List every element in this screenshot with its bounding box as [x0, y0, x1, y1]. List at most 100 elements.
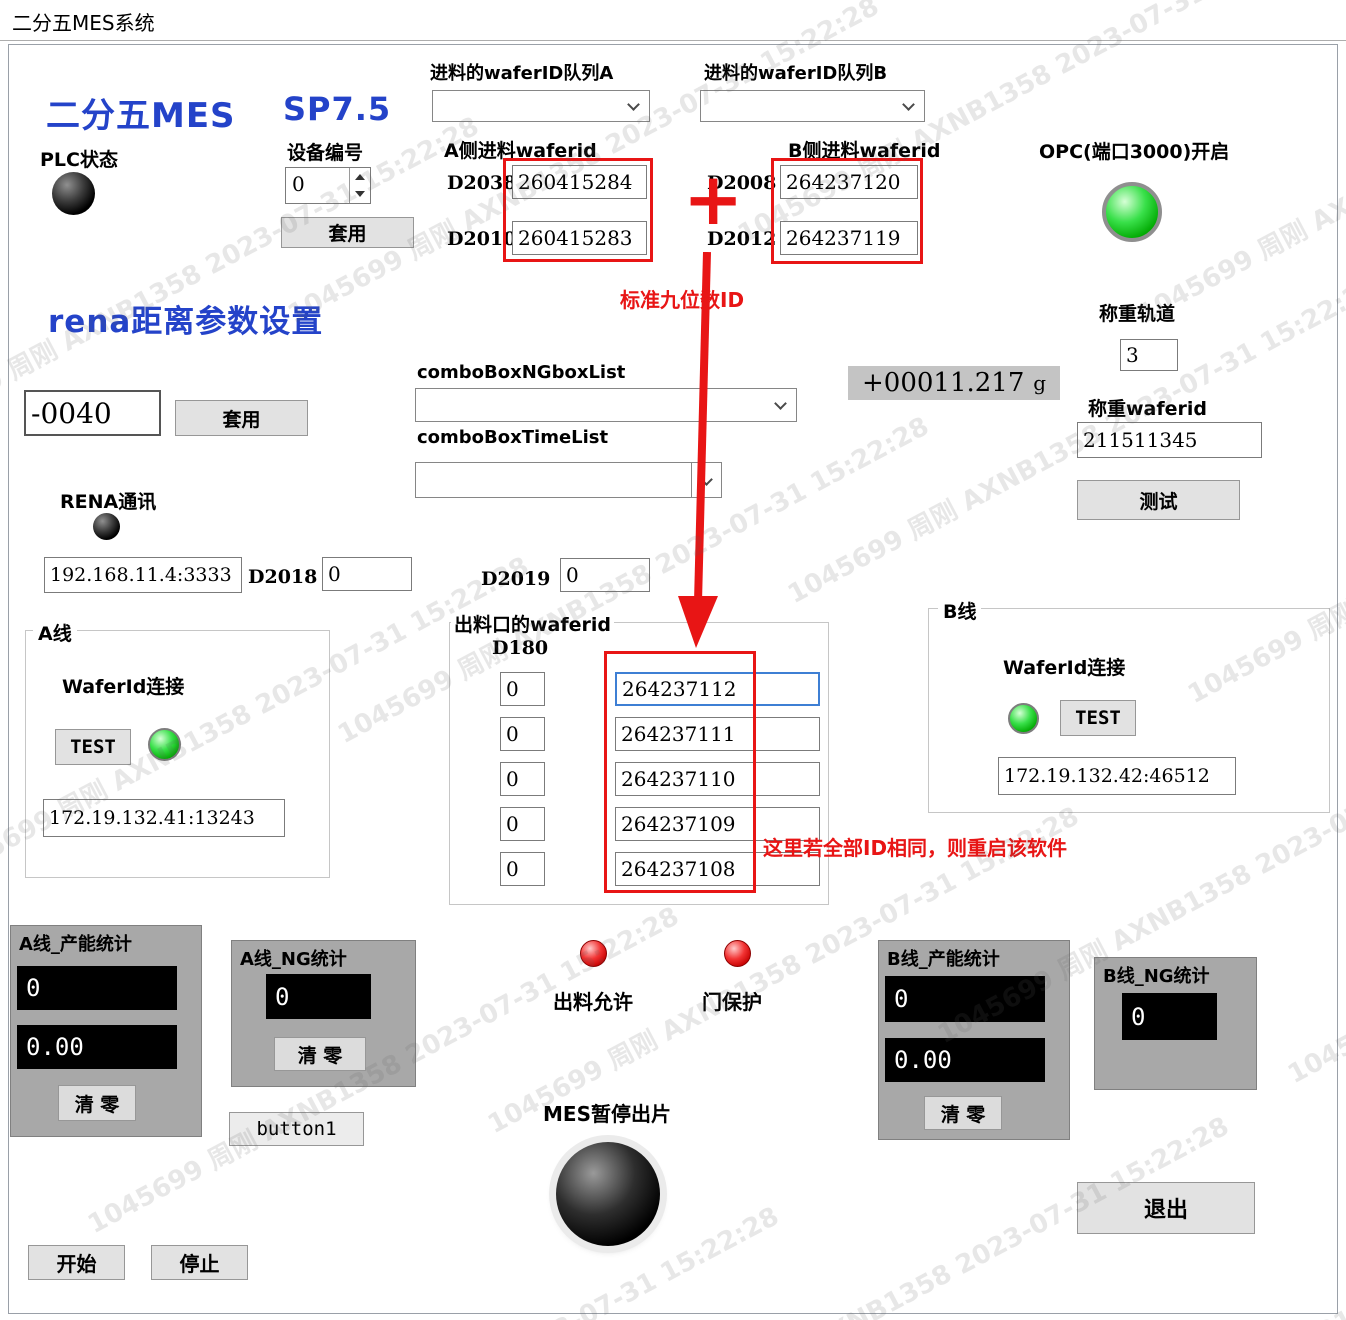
- stats-b-clear-button[interactable]: 清 零: [924, 1096, 1002, 1130]
- opc-led: [1102, 182, 1162, 242]
- stats-b-title: B线_产能统计: [887, 949, 1000, 970]
- outlet-flag-input[interactable]: [500, 807, 545, 841]
- outlet-allow-label: 出料允许: [553, 990, 633, 1014]
- red-arrow: [678, 252, 718, 648]
- line-a-title: A线: [33, 619, 77, 646]
- ng-a-clear-button[interactable]: 清 零: [274, 1037, 366, 1071]
- rena-comm-led: [93, 513, 120, 540]
- button1[interactable]: button1: [229, 1112, 364, 1146]
- line-a-test-button[interactable]: TEST: [55, 729, 131, 765]
- device-id-value[interactable]: 0: [292, 172, 305, 196]
- device-apply-button[interactable]: 套用: [281, 217, 414, 248]
- weigh-track-input[interactable]: [1120, 339, 1178, 371]
- ng-a-count-display: 0: [266, 974, 371, 1019]
- ng-b-title: B线_NG统计: [1103, 966, 1210, 987]
- d2008-label: D2008: [707, 172, 777, 194]
- stats-a-rate-display: 0.00: [17, 1025, 177, 1069]
- feed-b-label: B侧进料waferid: [788, 140, 941, 162]
- line-b-led: [1008, 703, 1039, 734]
- d2038-input[interactable]: [512, 165, 647, 199]
- line-a-conn-label: WaferId连接: [62, 676, 185, 698]
- door-protect-label: 门保护: [702, 990, 762, 1014]
- line-a-led: [148, 728, 181, 761]
- rena-apply-button[interactable]: 套用: [175, 400, 308, 436]
- rena-comm-label: RENA通讯: [60, 491, 157, 513]
- line-b-ip-input[interactable]: [998, 757, 1236, 795]
- titlebar-divider: [0, 40, 1346, 41]
- d2019-label: D2019: [481, 568, 551, 590]
- d2038-label: D2038: [447, 172, 517, 194]
- stats-a-count-display: 0: [17, 966, 177, 1010]
- outlet-waferid-input[interactable]: [615, 852, 820, 886]
- plus-annotation: +: [683, 157, 744, 241]
- time-combobox[interactable]: [415, 462, 722, 498]
- nine-digit-annotation: 标准九位数ID: [620, 288, 745, 312]
- spinner-down-icon[interactable]: [350, 186, 370, 204]
- d2008-input[interactable]: [780, 165, 918, 199]
- rena-distance-input[interactable]: [24, 390, 161, 436]
- plc-status-led: [52, 172, 95, 215]
- pause-label: MES暂停出片: [543, 1102, 671, 1126]
- d2012-label: D2012: [707, 228, 777, 250]
- ngbox-combobox[interactable]: [415, 388, 797, 422]
- combo-arrow-button[interactable]: [691, 463, 721, 497]
- outlet-flag-input[interactable]: [500, 852, 545, 886]
- client-frame: [8, 44, 1338, 1314]
- d2018-input[interactable]: [322, 557, 412, 591]
- outlet-waferid-input[interactable]: [615, 672, 820, 706]
- stats-a-title: A线_产能统计: [19, 934, 132, 955]
- plc-status-label: PLC状态: [40, 149, 118, 171]
- stats-b-rate-display: 0.00: [885, 1038, 1045, 1082]
- spinner-up-icon[interactable]: [350, 168, 370, 186]
- device-id-label: 设备编号: [287, 142, 364, 164]
- outlet-flag-input[interactable]: [500, 717, 545, 751]
- weigh-waferid-input[interactable]: [1077, 422, 1262, 458]
- pause-button[interactable]: [556, 1142, 660, 1246]
- time-combobox-label: comboBoxTimeList: [417, 427, 609, 448]
- outlet-groupbox: [449, 622, 829, 905]
- feed-queue-b-label: 进料的waferID队列B: [704, 63, 888, 84]
- d180-label: D180: [492, 637, 549, 659]
- restart-annotation: 这里若全部ID相同，则重启该软件: [763, 836, 1068, 860]
- outlet-waferid-input[interactable]: [615, 762, 820, 796]
- outlet-waferid-input[interactable]: [615, 807, 820, 841]
- opc-label: OPC(端口3000)开启: [1039, 141, 1230, 163]
- ngbox-combobox-label: comboBoxNGboxList: [417, 362, 626, 383]
- feed-queue-b-combobox[interactable]: [700, 90, 925, 122]
- stats-b-count-display: 0: [885, 976, 1045, 1022]
- exit-button[interactable]: 退出: [1077, 1182, 1255, 1234]
- feed-queue-a-label: 进料的waferID队列A: [430, 63, 614, 84]
- line-a-groupbox: [25, 630, 330, 878]
- d2012-input[interactable]: [780, 221, 918, 255]
- weigh-test-button[interactable]: 测试: [1077, 480, 1240, 520]
- d2010-input[interactable]: [512, 221, 647, 255]
- rena-ip-input[interactable]: [44, 557, 242, 593]
- d2019-input[interactable]: [560, 558, 650, 592]
- outlet-flag-input[interactable]: [500, 762, 545, 796]
- stats-a-clear-button[interactable]: 清 零: [58, 1085, 136, 1121]
- feed-queue-a-combobox[interactable]: [432, 90, 650, 122]
- app-title: 二分五MES: [46, 96, 236, 136]
- outlet-flag-input[interactable]: [500, 672, 545, 706]
- device-id-spinner[interactable]: 0: [285, 167, 371, 204]
- d2018-label: D2018: [248, 566, 318, 588]
- start-button[interactable]: 开始: [28, 1245, 125, 1280]
- weight-unit: g: [1033, 371, 1046, 395]
- ng-a-title: A线_NG统计: [240, 949, 347, 970]
- window-title: 二分五MES系统: [12, 11, 155, 35]
- outlet-waferid-input[interactable]: [615, 717, 820, 751]
- outlet-label: 出料口的waferid: [451, 610, 615, 637]
- door-protect-led: [724, 940, 751, 967]
- chevron-down-icon: [902, 98, 915, 111]
- rena-title: rena距离参数设置: [48, 304, 324, 340]
- weigh-track-label: 称重轨道: [1099, 303, 1176, 325]
- line-b-title: B线: [938, 597, 982, 624]
- outlet-allow-led: [580, 940, 607, 967]
- line-b-groupbox: [928, 608, 1330, 813]
- line-b-test-button[interactable]: TEST: [1060, 700, 1136, 736]
- weight-value: +00011.217: [862, 368, 1025, 398]
- stop-button[interactable]: 停止: [151, 1245, 248, 1280]
- line-b-conn-label: WaferId连接: [1003, 657, 1126, 679]
- line-a-ip-input[interactable]: [43, 799, 285, 837]
